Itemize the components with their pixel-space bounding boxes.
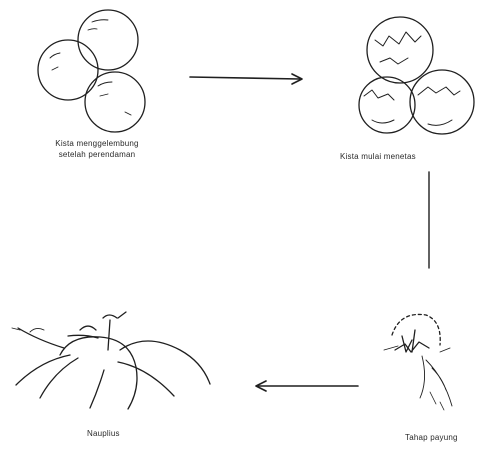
swelling-cysts-caption-line-1: Kista menggelembung xyxy=(22,138,172,149)
cracked-cyst-left xyxy=(359,77,415,133)
cyst-left xyxy=(38,40,98,100)
swelling-cysts-caption: Kista menggelembung setelah perendaman xyxy=(22,138,172,160)
cracked-cyst-top xyxy=(367,17,433,83)
cyst-top xyxy=(78,10,138,70)
swelling-cysts-caption-line-2: setelah perendaman xyxy=(22,149,172,160)
nauplius-caption-line-1: Nauplius xyxy=(87,428,147,439)
hatching-nauplius-caption: Tahap payung xyxy=(405,432,485,443)
hatching-nauplius-caption-line-1: Tahap payung xyxy=(405,432,485,443)
swelling-cysts-illustration xyxy=(38,10,145,132)
nauplius-caption: Nauplius xyxy=(87,428,147,439)
cracking-cysts-caption-line-1: Kista mulai menetas xyxy=(340,151,480,162)
cracking-cysts-illustration xyxy=(359,17,474,134)
arrow-stage1-to-stage2 xyxy=(190,74,302,84)
hatching-nauplius-illustration xyxy=(384,314,452,410)
nauplius-illustration xyxy=(12,312,210,409)
cracking-cysts-caption: Kista mulai menetas xyxy=(340,151,480,162)
arrow-stage3-to-stage4 xyxy=(256,381,358,391)
cyst-right xyxy=(85,72,145,132)
